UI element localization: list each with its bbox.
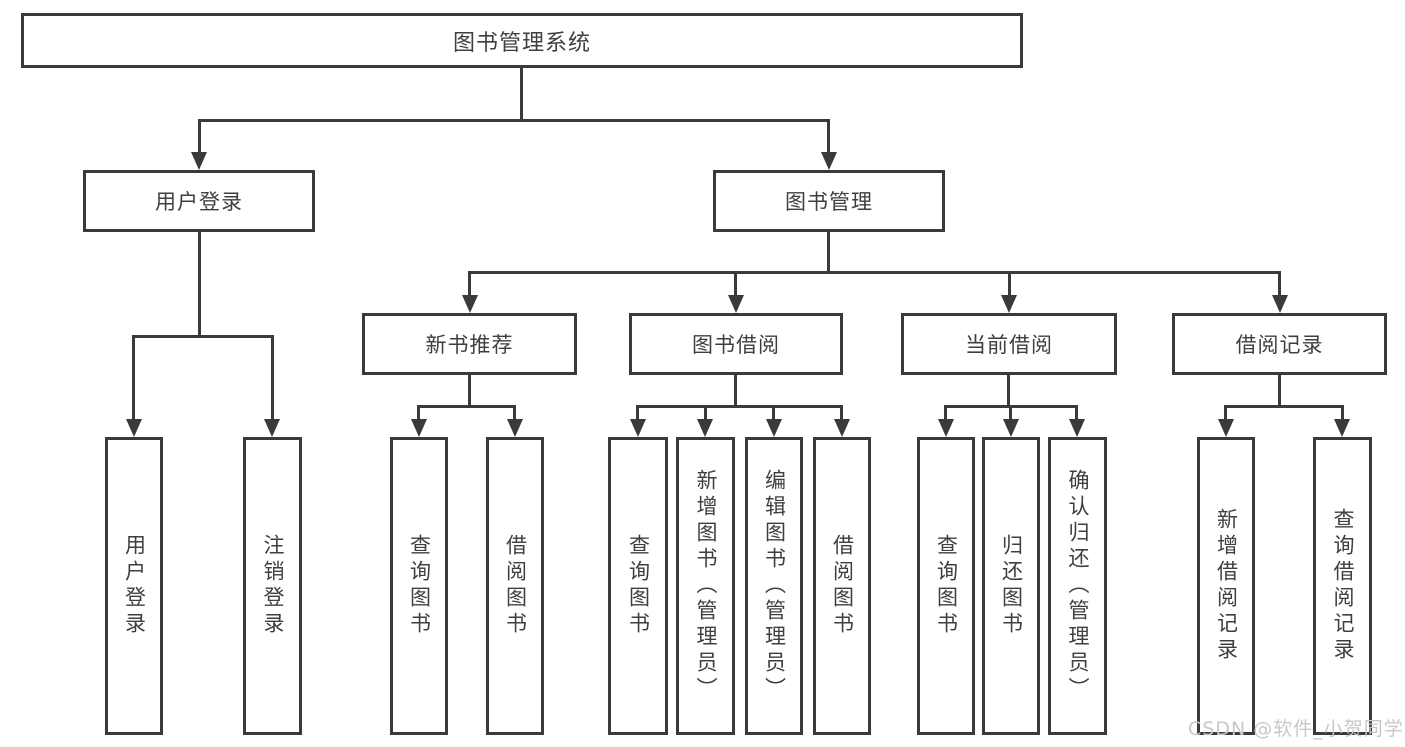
connector-line [1224,405,1344,408]
node-book-management: 图书管理 [713,170,945,232]
arrow-down-icon [728,295,744,313]
arrow-down-icon [191,152,207,170]
node-current-borrowing: 当前借阅 [901,313,1117,375]
connector-line [1278,271,1281,297]
connector-line [271,335,274,421]
connector-line [840,405,843,421]
node-book-borrowing: 图书借阅 [629,313,843,375]
leaf-borrow-books-recommend: 借阅图书 [486,437,544,735]
arrow-down-icon [834,419,850,437]
leaf-query-books-current: 查询图书 [917,437,975,735]
arrow-down-icon [1272,295,1288,313]
connector-line [636,405,843,408]
leaf-logout: 注销登录 [243,437,302,735]
leaf-query-books-borrow: 查询图书 [608,437,668,735]
connector-line [636,405,639,421]
connector-line [1075,405,1078,421]
arrow-down-icon [507,419,523,437]
connector-line [1007,375,1010,405]
connector-line [734,271,737,297]
connector-line [198,232,201,335]
leaf-edit-books-admin: 编辑图书（管理员） [745,437,803,735]
connector-line [1009,405,1012,421]
csdn-watermark: CSDN @软件_小贺同学 [1188,718,1404,740]
connector-line [1224,405,1227,421]
connector-line [1278,375,1281,405]
node-user-login: 用户登录 [83,170,315,232]
arrow-down-icon [264,419,280,437]
arrow-down-icon [1001,295,1017,313]
leaf-return-books: 归还图书 [982,437,1040,735]
connector-line [520,68,523,119]
arrow-down-icon [411,419,427,437]
leaf-add-books-admin: 新增图书（管理员） [676,437,735,735]
arrow-down-icon [938,419,954,437]
connector-line [468,271,1281,274]
arrow-down-icon [697,419,713,437]
leaf-borrow-books: 借阅图书 [813,437,871,735]
connector-line [132,335,274,338]
arrow-down-icon [126,419,142,437]
leaf-query-borrow-record: 查询借阅记录 [1313,437,1372,735]
connector-line [198,119,201,154]
connector-line [827,232,830,271]
node-library-management-system: 图书管理系统 [21,13,1023,68]
connector-line [827,119,830,154]
connector-line [468,271,471,297]
connector-line [417,405,420,421]
connector-line [417,405,516,408]
connector-line [704,405,707,421]
leaf-add-borrow-record: 新增借阅记录 [1197,437,1255,735]
arrow-down-icon [630,419,646,437]
arrow-down-icon [821,152,837,170]
connector-line [198,119,830,122]
arrow-down-icon [462,295,478,313]
arrow-down-icon [1218,419,1234,437]
arrow-down-icon [1069,419,1085,437]
node-new-book-recommendation: 新书推荐 [362,313,577,375]
connector-line [1341,405,1344,421]
leaf-query-books-recommend: 查询图书 [390,437,448,735]
connector-line [944,405,947,421]
connector-line [513,405,516,421]
arrow-down-icon [766,419,782,437]
leaf-confirm-return-admin: 确认归还（管理员） [1048,437,1107,735]
node-borrowing-records: 借阅记录 [1172,313,1387,375]
connector-line [772,405,775,421]
leaf-user-login: 用户登录 [105,437,163,735]
arrow-down-icon [1334,419,1350,437]
arrow-down-icon [1003,419,1019,437]
connector-line [132,335,135,421]
connector-line [468,375,471,405]
connector-line [1008,271,1011,297]
connector-line [734,375,737,405]
